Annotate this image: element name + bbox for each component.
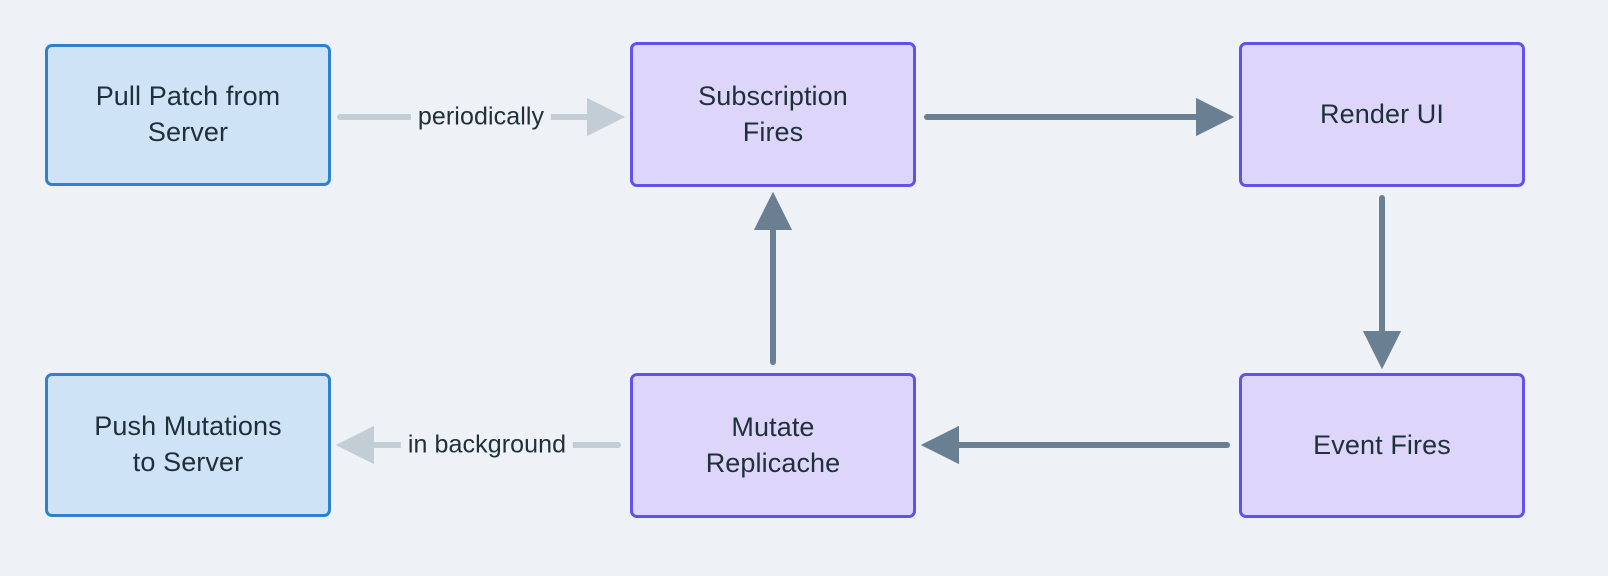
- node-label: Push Mutations to Server: [94, 411, 282, 477]
- edge-label-periodically: periodically: [410, 101, 552, 133]
- node-label: Event Fires: [1313, 429, 1451, 460]
- node-label: Pull Patch from Server: [95, 81, 281, 147]
- node-event-fires[interactable]: Event Fires: [1239, 373, 1525, 518]
- node-push-mutations-to-server[interactable]: Push Mutations to Server: [45, 373, 331, 517]
- node-label: Render UI: [1320, 98, 1444, 129]
- node-label: Mutate Replicache: [705, 411, 841, 478]
- node-pull-patch-from-server[interactable]: Pull Patch from Server: [45, 44, 331, 186]
- edge-label-in-background: in background: [400, 429, 574, 461]
- node-render-ui[interactable]: Render UI: [1239, 42, 1525, 187]
- node-label: Subscription Fires: [698, 80, 848, 147]
- node-mutate-replicache[interactable]: Mutate Replicache: [630, 373, 916, 518]
- node-subscription-fires[interactable]: Subscription Fires: [630, 42, 916, 187]
